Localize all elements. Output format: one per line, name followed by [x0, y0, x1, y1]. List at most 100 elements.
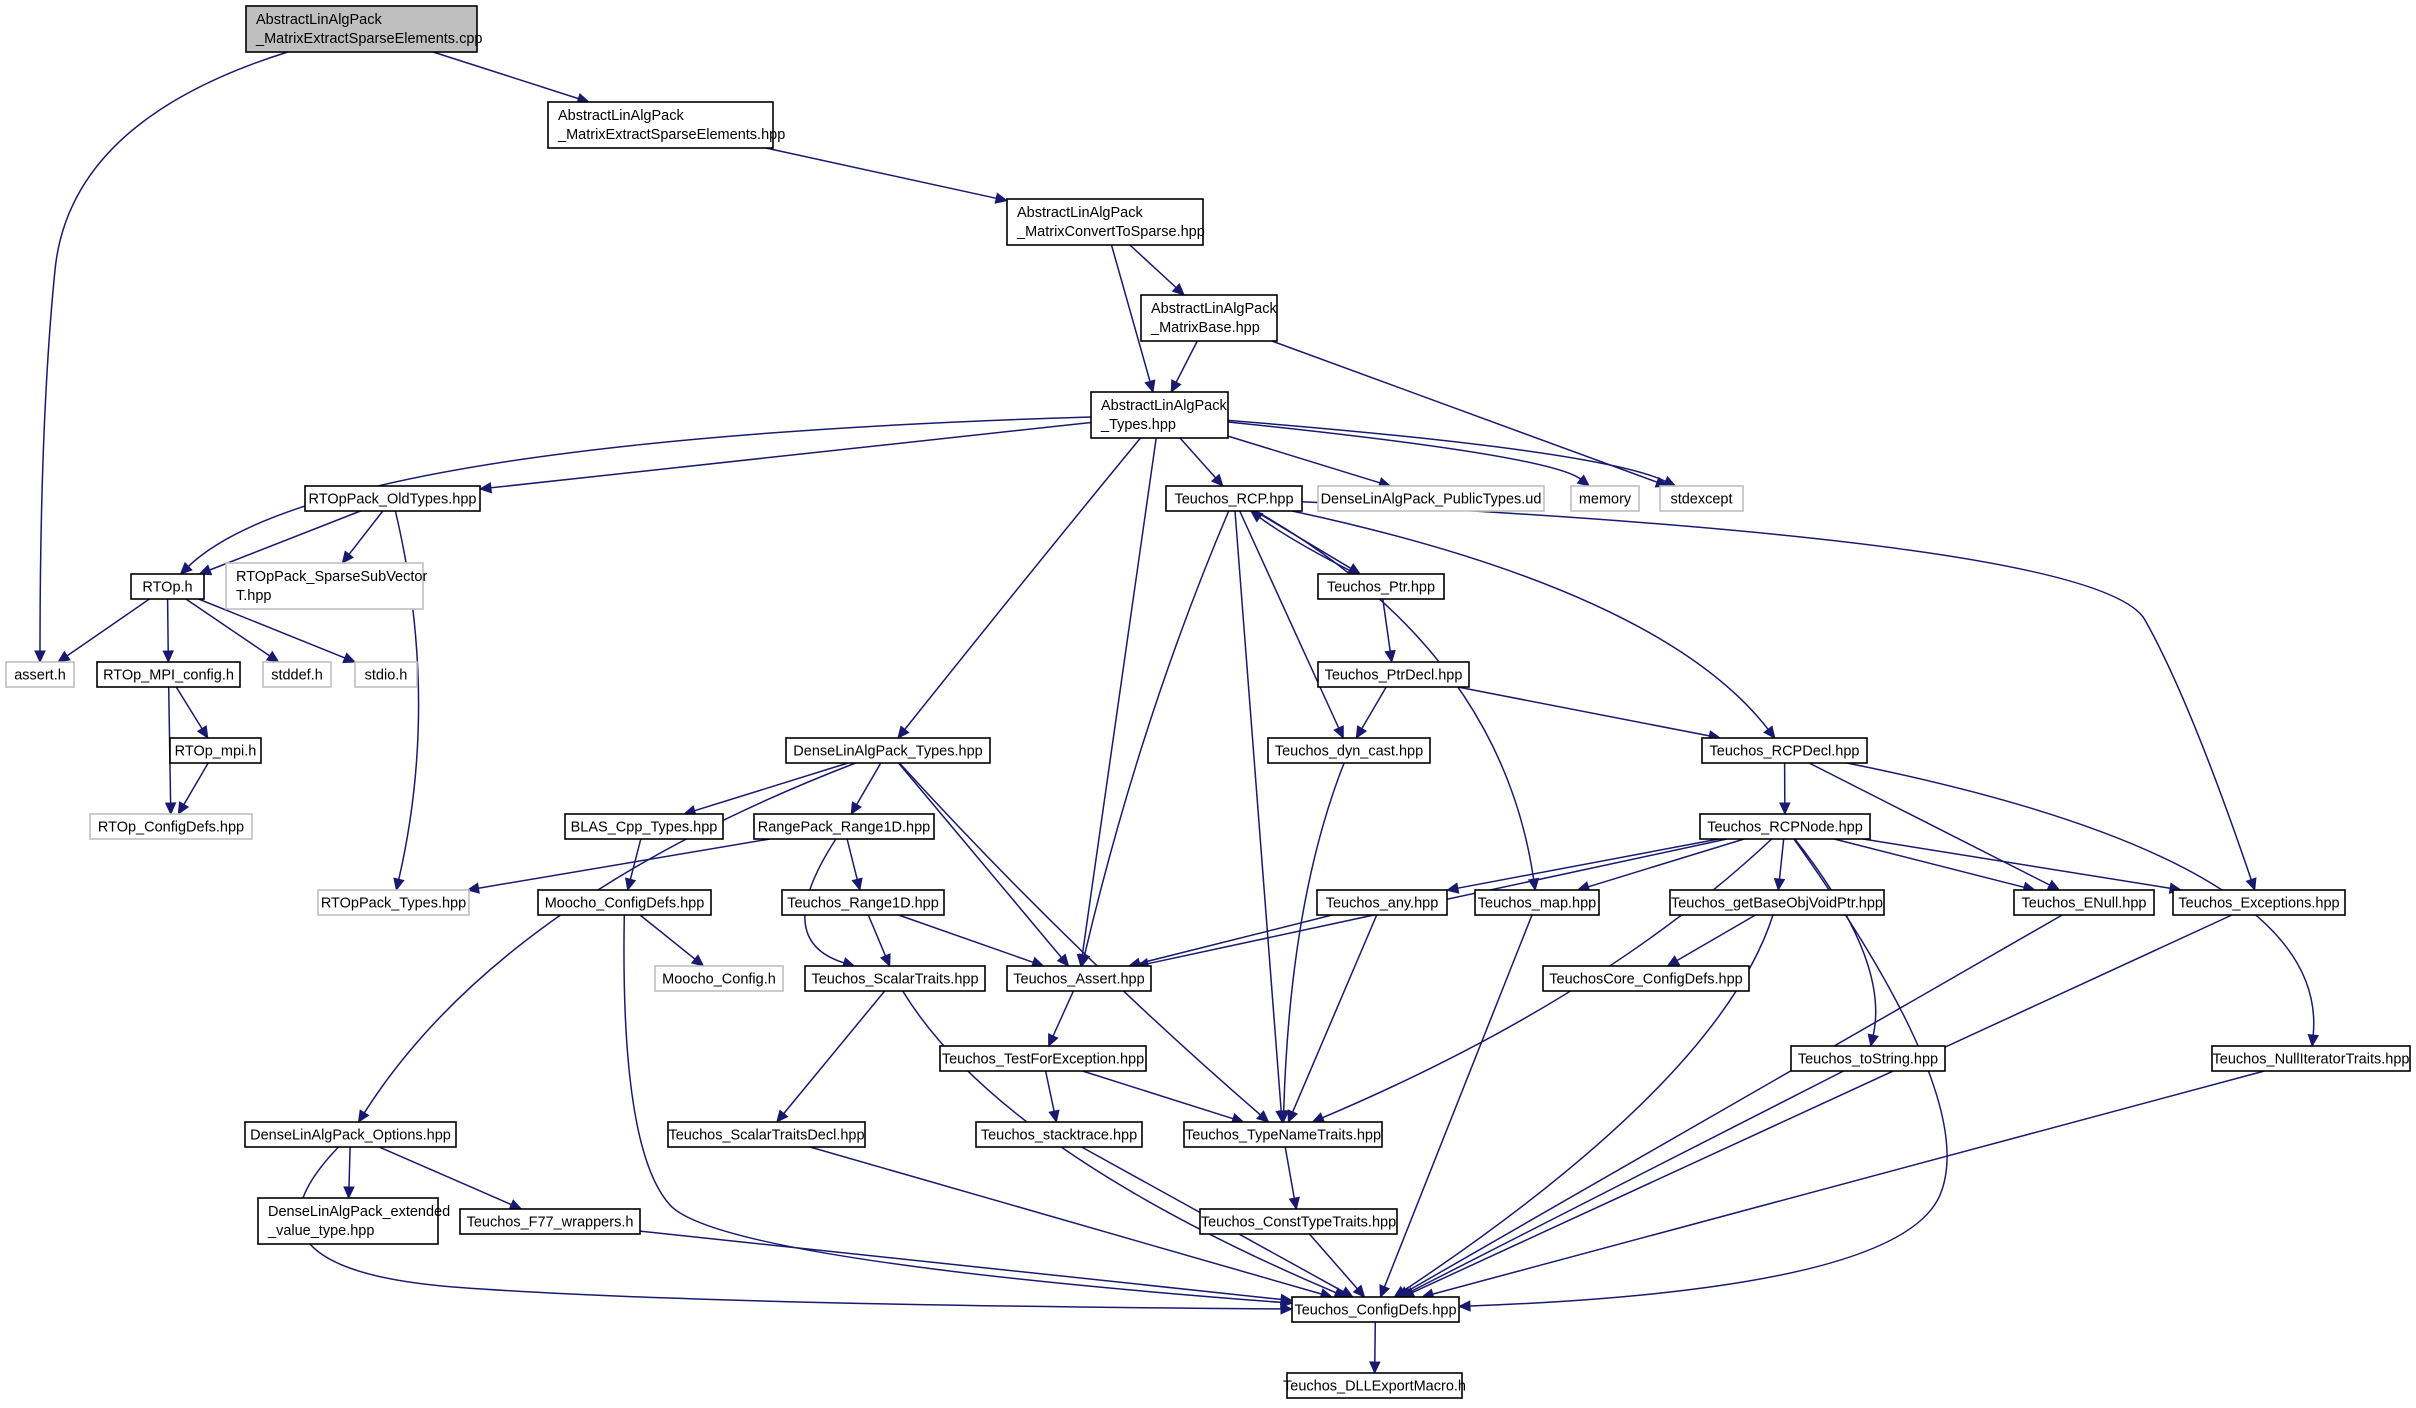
node-box	[1165, 485, 1303, 512]
node-box	[1701, 737, 1868, 764]
node-cpp[interactable]: AbstractLinAlgPack_MatrixExtractSparseEl…	[245, 5, 482, 53]
node-label: Teuchos_Assert.hpp	[1013, 972, 1144, 988]
node-typename[interactable]: Teuchos_TypeNameTraits.hpp	[1183, 1121, 1383, 1148]
node-dlaext[interactable]: DenseLinAlgPack_extended_value_type.hpp	[257, 1197, 450, 1245]
edge-line	[348, 1146, 351, 1188]
edge-tconf-to-dll	[1369, 1321, 1381, 1375]
node-stack[interactable]: Teuchos_stacktrace.hpp	[975, 1121, 1143, 1148]
node-mooconf[interactable]: Moocho_ConfigDefs.hpp	[537, 889, 712, 916]
edge-line	[623, 914, 1282, 1304]
edge-line	[1139, 914, 1333, 965]
node-nulliter[interactable]: Teuchos_NullIteratorTraits.hpp	[2211, 1045, 2411, 1072]
edge-line	[694, 762, 849, 812]
node-box	[89, 813, 253, 840]
node-f77[interactable]: Teuchos_F77_wrappers.h	[459, 1208, 641, 1235]
edge-line	[1284, 1146, 1296, 1199]
edge-arrowhead	[1355, 725, 1368, 740]
edge-rcp-to-dyncast	[1239, 510, 1344, 740]
edge-dlaopts-to-f77	[378, 1146, 523, 1210]
node-trange1d[interactable]: Teuchos_Range1D.hpp	[781, 889, 945, 916]
node-except[interactable]: Teuchos_Exceptions.hpp	[2172, 889, 2346, 916]
edge-line	[1175, 340, 1198, 383]
edge-rtopold-to-sparsesub	[341, 510, 384, 564]
edge-line	[639, 914, 696, 960]
edge-rcpnode-to-any	[1445, 838, 1719, 894]
node-box	[1090, 391, 1229, 439]
edge-arrowhead	[1576, 474, 1591, 487]
edge-line	[904, 437, 1142, 730]
edge-arrowhead	[1662, 475, 1677, 487]
node-dlaopts[interactable]: DenseLinAlgPack_Options.hpp	[244, 1121, 457, 1148]
node-rcp[interactable]: Teuchos_RCP.hpp	[1165, 485, 1303, 512]
edge-line	[1432, 1070, 2265, 1295]
node-box	[1267, 737, 1431, 764]
edge-line	[1301, 501, 2252, 880]
node-scalar[interactable]: Teuchos_ScalarTraits.hpp	[804, 965, 986, 992]
edge-mbase-to-types	[1170, 340, 1198, 394]
node-any[interactable]: Teuchos_any.hpp	[1316, 889, 1448, 916]
node-box	[1140, 294, 1278, 342]
node-box	[1317, 573, 1445, 600]
node-getbase[interactable]: Teuchos_getBaseObjVoidPtr.hpp	[1669, 889, 1885, 916]
node-dlatypes[interactable]: DenseLinAlgPack_Types.hpp	[785, 737, 991, 764]
node-dyncast[interactable]: Teuchos_dyn_cast.hpp	[1267, 737, 1431, 764]
edge-line	[1227, 421, 1582, 480]
edge-rtoph-to-stdio	[198, 598, 357, 664]
node-types[interactable]: AbstractLinAlgPack_Types.hpp	[1090, 391, 1229, 439]
node-box	[1474, 889, 1600, 916]
edge-arrowhead	[1277, 1110, 1290, 1124]
node-testfor[interactable]: Teuchos_TestForException.hpp	[939, 1045, 1147, 1072]
node-rtopold[interactable]: RTOpPack_OldTypes.hpp	[304, 485, 481, 512]
edge-line	[639, 1230, 1282, 1301]
edge-arrowhead	[1288, 1196, 1300, 1211]
node-box	[1183, 1121, 1383, 1148]
edge-arrowhead	[1457, 1300, 1471, 1312]
edge-arrowhead	[1445, 882, 1460, 894]
edge-arrowhead	[164, 802, 177, 816]
node-box	[459, 1208, 641, 1235]
node-map[interactable]: Teuchos_map.hpp	[1474, 889, 1600, 916]
node-range1d[interactable]: RangePack_Range1D.hpp	[753, 813, 935, 840]
edge-arrowhead	[1279, 1293, 1294, 1306]
edge-rtopold-to-rtoptypes	[393, 510, 420, 892]
node-conv[interactable]: AbstractLinAlgPack_MatrixConvertToSparse…	[1006, 198, 1205, 246]
node-mbase[interactable]: AbstractLinAlgPack_MatrixBase.hpp	[1140, 294, 1278, 342]
node-rtoph[interactable]: RTOp.h	[130, 573, 205, 600]
node-hpp[interactable]: AbstractLinAlgPack_MatrixExtractSparseEl…	[547, 101, 785, 149]
node-rcpdecl[interactable]: Teuchos_RCPDecl.hpp	[1701, 737, 1868, 764]
edge-types-to-dlatypes	[897, 437, 1142, 739]
node-coreconf[interactable]: TeuchosCore_ConfigDefs.hpp	[1542, 965, 1750, 992]
edge-dlaopts-to-dlaext	[343, 1146, 355, 1200]
node-label: Teuchos_dyn_cast.hpp	[1275, 744, 1423, 760]
edge-blas-to-mooconf	[624, 838, 642, 892]
edge-line	[478, 838, 771, 889]
node-label: _value_type.hpp	[267, 1223, 374, 1239]
edge-rcp-to-typename	[1234, 510, 1287, 1124]
node-dll[interactable]: Teuchos_DLLExportMacro.h	[1283, 1372, 1466, 1399]
node-consttype[interactable]: Teuchos_ConstTypeTraits.hpp	[1199, 1208, 1398, 1235]
node-scalardecl[interactable]: Teuchos_ScalarTraitsDecl.hpp	[667, 1121, 866, 1148]
edge-cpp-to-assert_h	[34, 51, 289, 664]
node-ptr[interactable]: Teuchos_Ptr.hpp	[1317, 573, 1445, 600]
node-tostring[interactable]: Teuchos_toString.hpp	[1790, 1045, 1946, 1072]
node-tassert[interactable]: Teuchos_Assert.hpp	[1006, 965, 1152, 992]
edge-line	[1292, 914, 1378, 1113]
node-tconf[interactable]: Teuchos_ConfigDefs.hpp	[1291, 1296, 1460, 1323]
edge-range1d-to-trange1d	[846, 838, 863, 892]
node-box	[317, 889, 470, 916]
edge-arrowhead	[897, 725, 910, 739]
node-mpiconf[interactable]: RTOp_MPI_config.h	[96, 661, 241, 688]
node-box	[1659, 485, 1744, 512]
edge-line	[898, 914, 1034, 964]
node-blas[interactable]: BLAS_Cpp_Types.hpp	[564, 813, 724, 840]
node-ptrdecl[interactable]: Teuchos_PtrDecl.hpp	[1317, 661, 1470, 688]
edge-line	[66, 598, 150, 657]
node-box	[245, 5, 478, 53]
edge-rcp-to-rcpdecl	[1292, 510, 1776, 739]
edge-arrowhead	[57, 650, 71, 663]
node-mpih[interactable]: RTOp_mpi.h	[169, 737, 262, 764]
edge-line	[1862, 838, 2171, 890]
node-rcpnode[interactable]: Teuchos_RCPNode.hpp	[1699, 813, 1871, 840]
node-enull[interactable]: Teuchos_ENull.hpp	[2013, 889, 2155, 916]
node-box	[537, 889, 712, 916]
